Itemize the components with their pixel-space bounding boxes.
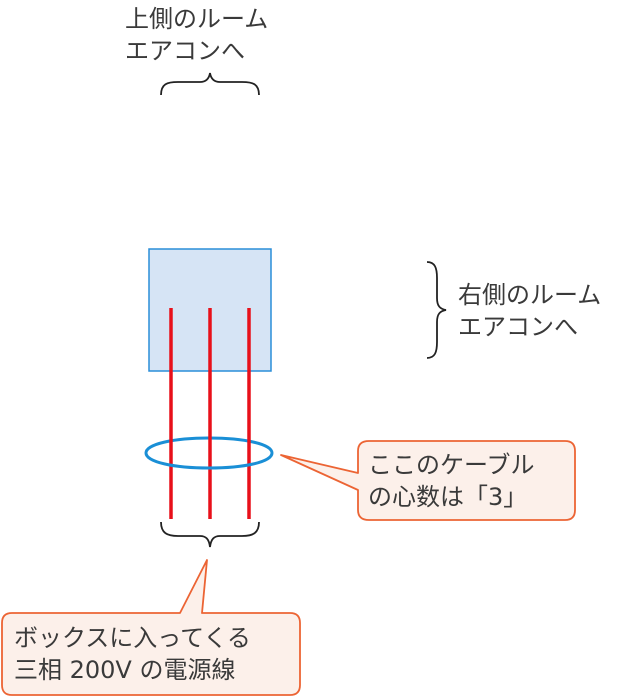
callout-cable-cores: ここのケーブル の心数は「3」 (368, 449, 535, 513)
right-destination-line1: 右側のルーム (458, 281, 602, 309)
callout-cable-bubble (280, 440, 576, 521)
right-destination-label: 右側のルーム エアコンへ (458, 279, 601, 343)
top-destination-label: 上側のルーム エアコンへ (125, 3, 268, 67)
cable-ring-front (144, 452, 274, 470)
callout-power-line: ボックスに入ってくる 三相 200V の電源線 (14, 622, 251, 686)
bottom-brace (160, 521, 260, 548)
callout-power-line2: 三相 200V の電源線 (14, 656, 236, 684)
right-destination-line2: エアコンへ (458, 313, 578, 341)
top-brace (160, 72, 260, 96)
callout-cable-line2: の心数は「3」 (368, 483, 528, 511)
callout-power-line1: ボックスに入ってくる (14, 624, 251, 652)
callout-cable-line1: ここのケーブル (368, 451, 535, 479)
top-destination-line2: エアコンへ (125, 37, 245, 65)
callout-power-bubble (1, 559, 301, 696)
top-destination-line1: 上側のルーム (125, 5, 269, 33)
right-brace (426, 261, 447, 359)
